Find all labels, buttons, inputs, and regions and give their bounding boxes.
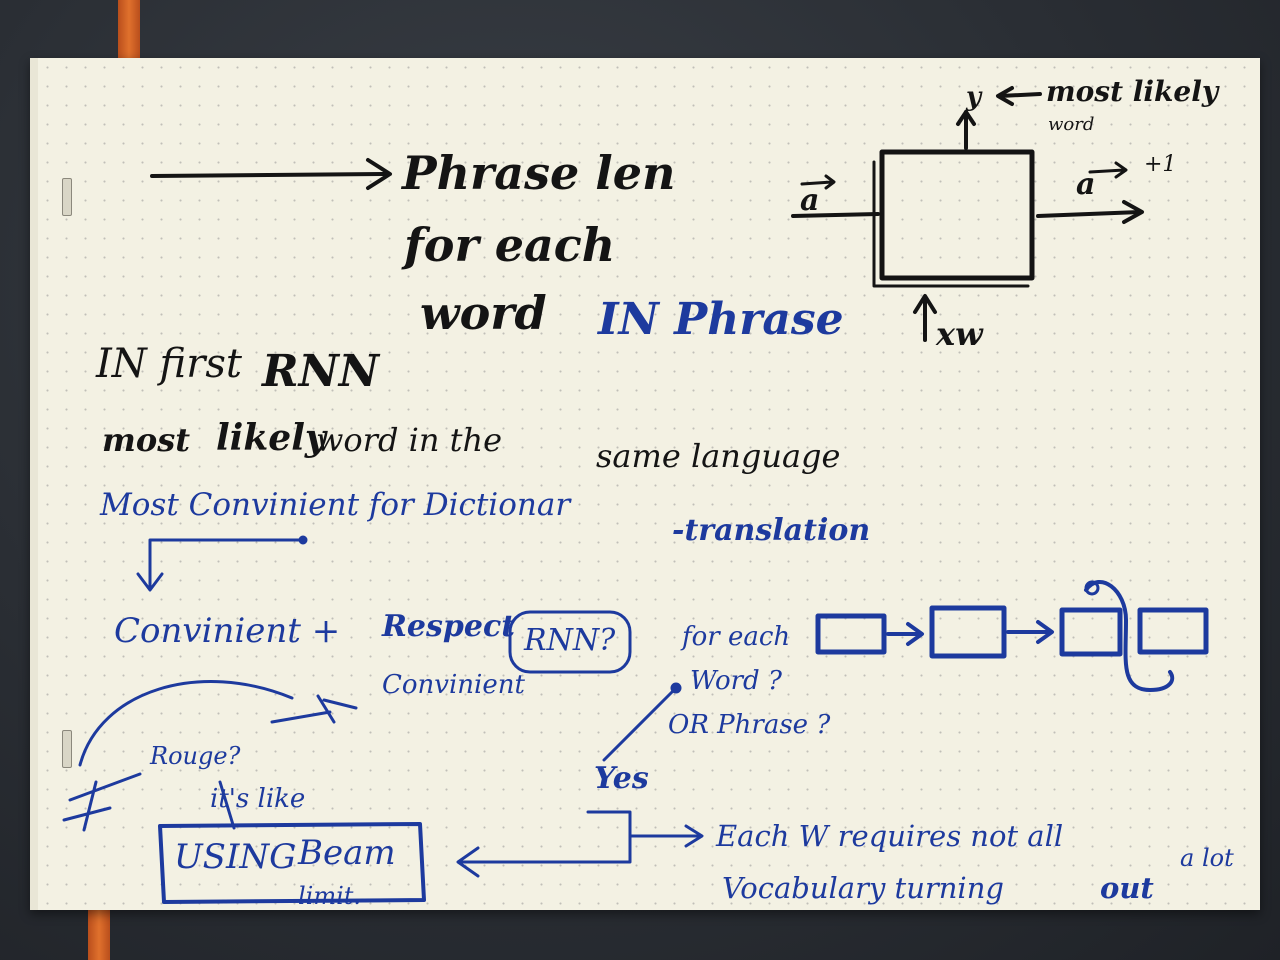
arrow-head bbox=[366, 158, 392, 190]
or-phrase-question-text: OR Phrase ? bbox=[668, 710, 831, 740]
convenient-plus-text: Convinient + bbox=[114, 611, 341, 651]
most-convenient-text: Most Convinient for Dictionar bbox=[100, 487, 571, 523]
arrow-head bbox=[136, 572, 164, 592]
loop-start bbox=[1084, 580, 1100, 596]
sequence-box bbox=[929, 605, 1007, 659]
arrow-head bbox=[996, 86, 1014, 106]
ink-dot bbox=[670, 682, 682, 694]
rnn-text: RNN bbox=[262, 346, 380, 397]
for-each-small-text: for each bbox=[682, 622, 791, 652]
for-each-text: for each bbox=[404, 218, 616, 272]
its-like-text: it's like bbox=[210, 784, 306, 814]
translation-text: -translation bbox=[672, 513, 871, 548]
plus-one-label: +1 bbox=[1144, 152, 1177, 177]
likely-text: likely bbox=[216, 417, 326, 459]
rnn-question-text: RNN? bbox=[524, 623, 616, 658]
yes-bracket bbox=[458, 810, 632, 864]
arrow-head bbox=[956, 110, 976, 126]
word-question-text: Word ? bbox=[690, 666, 782, 696]
arrow-to-phrase-len bbox=[150, 172, 387, 178]
connector-line bbox=[218, 780, 236, 830]
sequence-arrow bbox=[1006, 620, 1054, 644]
rnn-cell-box bbox=[879, 149, 1035, 281]
each-w-text: Each W requires not all bbox=[716, 819, 1064, 853]
phrase-len-text: Phrase len bbox=[402, 146, 676, 200]
out-text: out bbox=[1100, 871, 1154, 905]
most-likely-arrow bbox=[998, 92, 1042, 98]
using-beam-box bbox=[158, 822, 426, 904]
arrow-head bbox=[456, 846, 480, 878]
input-x-label: xw bbox=[936, 315, 983, 353]
output-y-label: y bbox=[966, 82, 982, 112]
cross-mark-left bbox=[62, 772, 142, 832]
rnn-question-box bbox=[508, 610, 632, 674]
most-text: most bbox=[102, 421, 190, 459]
arrow-to-each-w bbox=[628, 824, 704, 848]
sequence-box bbox=[815, 613, 887, 655]
binder-tab bbox=[62, 730, 72, 768]
most-likely-label: most likely bbox=[1046, 75, 1219, 108]
in-phrase-text: IN Phrase bbox=[598, 294, 844, 345]
word-in-the-text: word in the bbox=[316, 421, 503, 459]
ink-dot bbox=[298, 535, 308, 545]
bent-arrow-down bbox=[148, 538, 304, 590]
vocabulary-text: Vocabulary turning bbox=[722, 871, 1004, 905]
binder-tab bbox=[62, 178, 72, 216]
yes-text: Yes bbox=[594, 761, 649, 796]
arrow-head bbox=[913, 294, 937, 314]
using-text: USING bbox=[174, 837, 297, 877]
rouge-question-text: Rouge? bbox=[150, 742, 241, 770]
arrow-head bbox=[1122, 200, 1144, 224]
in-first-text: IN first bbox=[96, 341, 242, 387]
input-a-arrow bbox=[791, 212, 880, 218]
beam-text: Beam bbox=[298, 833, 396, 873]
respect-text: Respect bbox=[382, 609, 516, 644]
word-text: word bbox=[420, 286, 547, 340]
rouge-arc bbox=[78, 680, 294, 767]
bookmark-ribbon-top bbox=[118, 0, 140, 60]
diagonal-connector bbox=[602, 688, 676, 762]
convenient-small-text: Convinient bbox=[382, 670, 525, 700]
vector-arrow bbox=[800, 174, 836, 190]
same-language-text: same language bbox=[596, 437, 841, 475]
cross-mark bbox=[270, 694, 358, 724]
bookmark-ribbon-bottom bbox=[88, 905, 110, 960]
sequence-box bbox=[1137, 607, 1209, 655]
rnn-cell-shadow bbox=[872, 160, 1030, 288]
vector-arrow bbox=[1088, 161, 1128, 179]
sequence-arrow bbox=[886, 622, 924, 646]
word-small-label: word bbox=[1048, 114, 1095, 135]
a-lot-text: a lot bbox=[1180, 844, 1234, 872]
output-a-arrow bbox=[1036, 210, 1142, 218]
input-a-label: a bbox=[800, 183, 820, 218]
loop-curve bbox=[1084, 580, 1175, 692]
output-a-label: a bbox=[1076, 167, 1096, 202]
sequence-box bbox=[1059, 607, 1123, 657]
notebook-page bbox=[30, 58, 1260, 910]
limit-text: limit. bbox=[298, 882, 362, 910]
